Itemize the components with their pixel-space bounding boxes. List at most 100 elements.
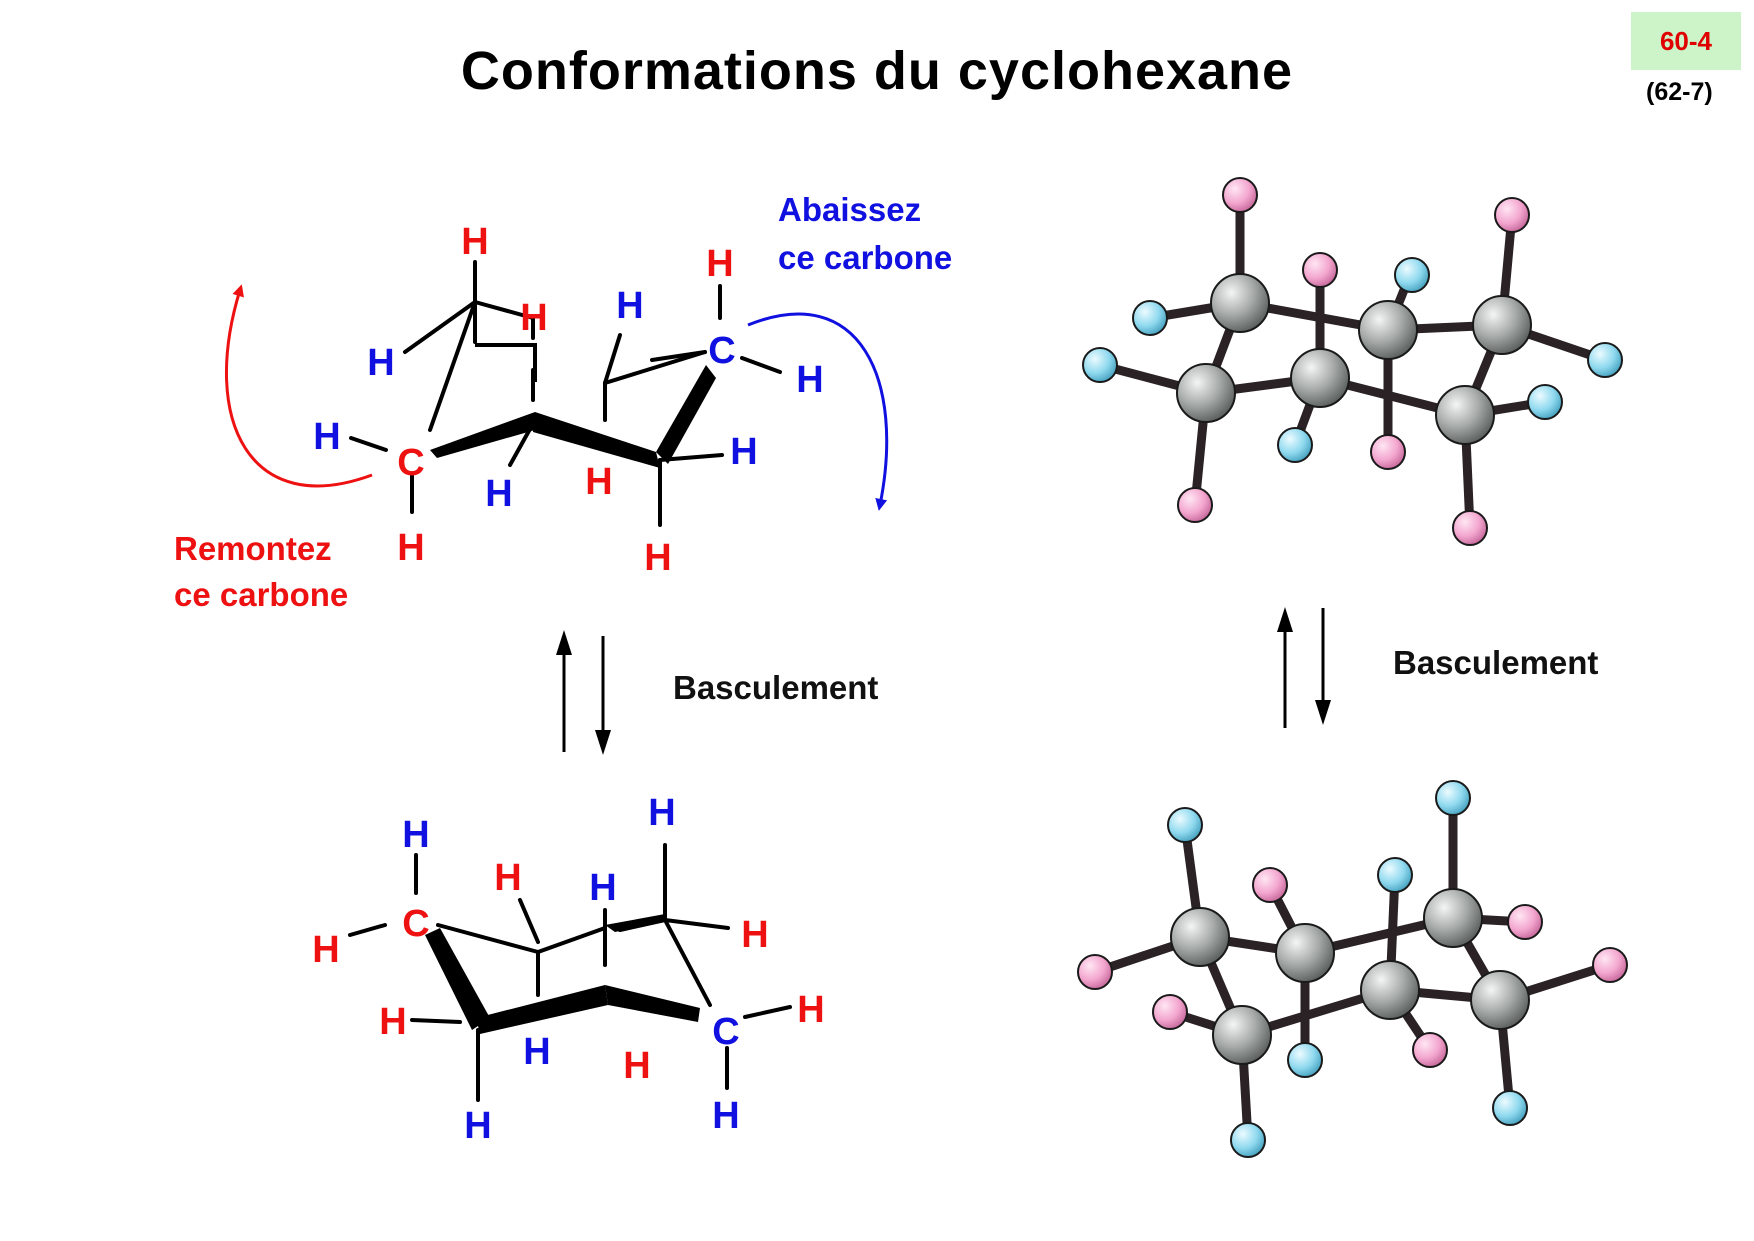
h-atom-blue: H bbox=[712, 1095, 739, 1137]
h-atom-red: H bbox=[461, 221, 488, 263]
hydrogen-sphere-cyan bbox=[1527, 384, 1563, 420]
ball-model-bottom bbox=[1090, 793, 1615, 1145]
hydrogen-sphere-pink bbox=[1152, 994, 1188, 1030]
page-title: Conformations du cyclohexane bbox=[460, 41, 1294, 101]
ring-bond bbox=[428, 300, 477, 432]
ring-bond bbox=[536, 926, 607, 954]
hydrogen-sphere-pink bbox=[1452, 510, 1488, 546]
h-atom-red: H bbox=[520, 297, 547, 339]
flip-label-right: Basculement bbox=[1393, 644, 1598, 681]
equilibrium-arrows-left bbox=[556, 630, 611, 755]
h-atom-blue: H bbox=[589, 867, 616, 909]
wedge-bond bbox=[533, 412, 660, 468]
h-atom-red: H bbox=[706, 243, 733, 285]
h-atom-red: H bbox=[397, 527, 424, 569]
carbon-sphere bbox=[1170, 907, 1230, 967]
note-line: Remontez bbox=[174, 530, 332, 567]
chair-top-atoms: H H H H H H H H H H H H C C bbox=[313, 221, 823, 579]
carbon-sphere bbox=[1423, 888, 1483, 948]
chair-top-skeleton bbox=[349, 260, 782, 527]
h-atom-blue: H bbox=[796, 359, 823, 401]
slide-number-badge: 60-4 bbox=[1631, 12, 1741, 70]
lower-carbon-note: Abaissez ce carbone bbox=[778, 191, 952, 276]
h-atom-blue: H bbox=[464, 1105, 491, 1147]
hydrogen-sphere-cyan bbox=[1287, 1042, 1323, 1078]
hydrogen-sphere-cyan bbox=[1082, 347, 1118, 383]
wedge-bond bbox=[430, 412, 535, 458]
wedge-bond bbox=[476, 985, 608, 1034]
hydrogen-sphere-pink bbox=[1177, 487, 1213, 523]
hydrogen-sphere-cyan bbox=[1377, 857, 1413, 893]
ring-bond bbox=[603, 350, 707, 385]
h-atom-red: H bbox=[585, 461, 612, 503]
hydrogen-sphere-cyan bbox=[1230, 1122, 1266, 1158]
bond-h bbox=[403, 300, 477, 354]
hydrogen-sphere-cyan bbox=[1394, 257, 1430, 293]
hydrogen-sphere-cyan bbox=[1167, 807, 1203, 843]
bond-h bbox=[410, 1018, 462, 1024]
bond-h bbox=[663, 918, 730, 930]
ring-bond bbox=[473, 300, 535, 320]
ring-bond bbox=[650, 350, 707, 362]
wedge-bond bbox=[425, 928, 490, 1030]
bond-h bbox=[740, 356, 782, 374]
h-atom-red: H bbox=[623, 1045, 650, 1087]
carbon-sphere bbox=[1358, 300, 1418, 360]
hydrogen-sphere-cyan bbox=[1132, 300, 1168, 336]
c-atom-red: C bbox=[397, 442, 424, 484]
note-line: Abaissez bbox=[778, 191, 921, 228]
h-atom-red: H bbox=[741, 914, 768, 956]
hydrogen-sphere-cyan bbox=[1492, 1090, 1528, 1126]
h-atom-red: H bbox=[644, 537, 671, 579]
bond-h bbox=[518, 898, 540, 944]
wedge-bond bbox=[656, 365, 716, 464]
wedge-bond bbox=[605, 914, 665, 932]
carbon-sphere bbox=[1290, 348, 1350, 408]
c-atom-red: C bbox=[402, 903, 429, 945]
hydrogen-sphere-pink bbox=[1222, 177, 1258, 213]
wedge-bond bbox=[605, 985, 700, 1022]
hydrogen-sphere-pink bbox=[1412, 1032, 1448, 1068]
hydrogen-sphere-pink bbox=[1592, 947, 1628, 983]
raise-carbon-note: Remontez ce carbone bbox=[174, 530, 348, 613]
carbon-sphere bbox=[1360, 960, 1420, 1020]
ring-bond bbox=[663, 918, 712, 1007]
h-atom-blue: H bbox=[648, 792, 675, 834]
carbon-sphere bbox=[1435, 385, 1495, 445]
h-atom-blue: H bbox=[402, 814, 429, 856]
h-atom-blue: H bbox=[616, 285, 643, 327]
carbon-sphere bbox=[1212, 1005, 1272, 1065]
ring-bond bbox=[436, 923, 540, 954]
h-atom-blue: H bbox=[485, 473, 512, 515]
carbon-sphere bbox=[1470, 970, 1530, 1030]
chair-bottom-skeleton bbox=[348, 843, 792, 1102]
bond-h bbox=[603, 333, 622, 385]
c-atom-blue: C bbox=[708, 330, 735, 372]
hydrogen-sphere-pink bbox=[1370, 434, 1406, 470]
hydrogen-sphere-pink bbox=[1252, 867, 1288, 903]
chair-top-wedges bbox=[430, 365, 716, 468]
bond-h bbox=[349, 436, 388, 452]
h-atom-red: H bbox=[494, 857, 521, 899]
note-line: ce carbone bbox=[778, 239, 952, 276]
h-atom-red: H bbox=[379, 1001, 406, 1043]
note-line: ce carbone bbox=[174, 576, 348, 613]
bond-h bbox=[348, 923, 387, 937]
chair-bottom-atoms: H H H H H H H H H H H H C C bbox=[312, 792, 824, 1147]
hydrogen-sphere-cyan bbox=[1277, 427, 1313, 463]
h-atom-blue: H bbox=[313, 416, 340, 458]
equilibrium-arrows-right bbox=[1277, 607, 1331, 728]
carbon-sphere bbox=[1472, 295, 1532, 355]
chair-bottom-wedges bbox=[425, 914, 700, 1034]
hydrogen-sphere-cyan bbox=[1435, 780, 1471, 816]
ball-model-top-atoms bbox=[1082, 177, 1623, 546]
carbon-sphere bbox=[1210, 273, 1270, 333]
h-atom-red: H bbox=[797, 989, 824, 1031]
hydrogen-sphere-cyan bbox=[1587, 342, 1623, 378]
hydrogen-sphere-pink bbox=[1302, 252, 1338, 288]
c-atom-blue: C bbox=[712, 1011, 739, 1053]
h-atom-blue: H bbox=[523, 1031, 550, 1073]
lower-carbon-arrow bbox=[747, 312, 889, 511]
ball-model-top bbox=[1095, 190, 1610, 533]
